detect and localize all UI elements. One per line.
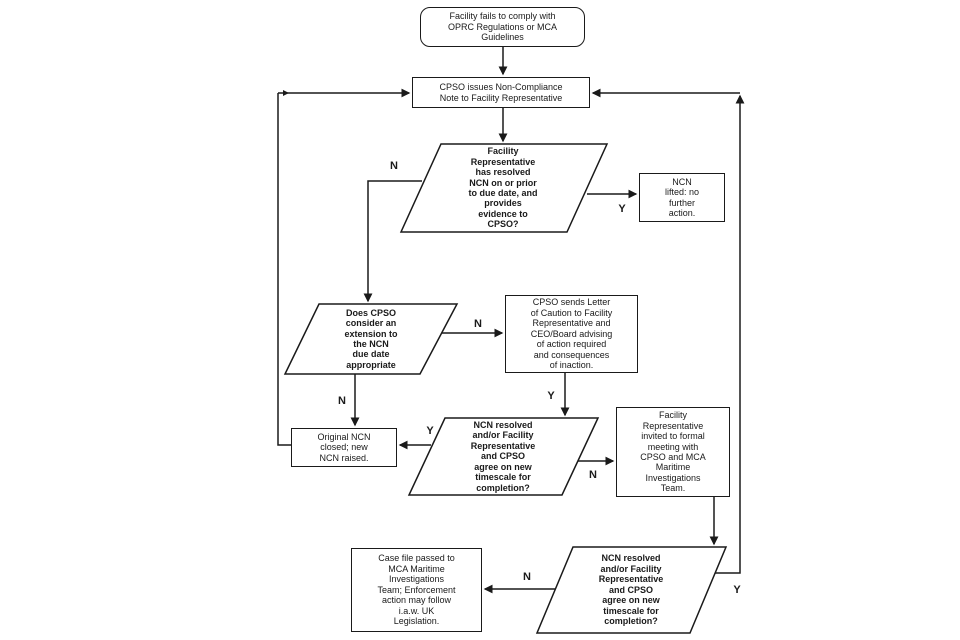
- node-start-text: Facility fails to comply with OPRC Regul…: [447, 11, 558, 43]
- node-letter-of-caution: CPSO sends Letter of Caution to Facility…: [505, 295, 638, 373]
- edge-label-resolved-no: N: [390, 160, 398, 172]
- edge-label-resolved-yes: Y: [618, 203, 626, 215]
- node-formal-meeting-text: Facility Representative invited to forma…: [640, 410, 706, 494]
- node-start: Facility fails to comply with OPRC Regul…: [420, 7, 585, 47]
- edge-label-timescale1-yes: Y: [426, 425, 434, 437]
- node-decision-extension-text: Does CPSO consider an extension to the N…: [344, 307, 398, 370]
- edge-label-extension-no-caution: N: [474, 318, 482, 330]
- timescale1-decision-shape: [407, 417, 600, 496]
- edge-label-extension-no-down: N: [338, 395, 346, 407]
- node-decision-resolved-text: Facility Representative has resolved NCN…: [468, 146, 538, 230]
- node-formal-meeting: Facility Representative invited to forma…: [616, 407, 730, 497]
- node-decision-timescale-1-text: NCN resolved and/or Facility Representat…: [470, 419, 536, 493]
- edge-label-timescale2-no: N: [523, 571, 531, 583]
- node-original-ncn-closed: Original NCN closed; new NCN raised.: [291, 428, 397, 467]
- connector-resolved-no-to-extension-decision: [363, 180, 422, 303]
- node-decision-timescale-1: NCN resolved and/or Facility Representat…: [442, 420, 564, 493]
- connector-timescale2-yes-return-up: [714, 94, 745, 574]
- resolved-decision-shape: [399, 143, 609, 233]
- timescale2-decision-shape: [535, 546, 728, 634]
- node-decision-extension: Does CPSO consider an extension to the N…: [311, 306, 431, 372]
- connector-original-ncn-loop-up: [277, 93, 291, 446]
- edge-label-timescale1-no: N: [589, 469, 597, 481]
- node-ncn-lifted: NCN lifted: no further action.: [639, 173, 725, 222]
- node-case-file-text: Case file passed to MCA Maritime Investi…: [377, 553, 456, 627]
- corner-arrowhead: [283, 90, 289, 96]
- edge-label-caution-yes: Y: [547, 390, 555, 402]
- node-case-file: Case file passed to MCA Maritime Investi…: [351, 548, 482, 632]
- node-decision-resolved-by-due-date: Facility Representative has resolved NCN…: [433, 146, 573, 230]
- node-original-ncn-closed-text: Original NCN closed; new NCN raised.: [317, 431, 371, 463]
- node-cpso-issues-ncn: CPSO issues Non-Compliance Note to Facil…: [412, 77, 590, 108]
- node-decision-timescale-2: NCN resolved and/or Facility Representat…: [570, 549, 692, 631]
- node-letter-of-caution-text: CPSO sends Letter of Caution to Facility…: [530, 297, 613, 371]
- node-cpso-issues-ncn-text: CPSO issues Non-Compliance Note to Facil…: [439, 82, 563, 103]
- node-decision-timescale-2-text: NCN resolved and/or Facility Representat…: [598, 553, 664, 627]
- node-ncn-lifted-text: NCN lifted: no further action.: [664, 176, 700, 218]
- edge-label-timescale2-yes: Y: [733, 584, 741, 596]
- extension-decision-shape: [283, 303, 459, 375]
